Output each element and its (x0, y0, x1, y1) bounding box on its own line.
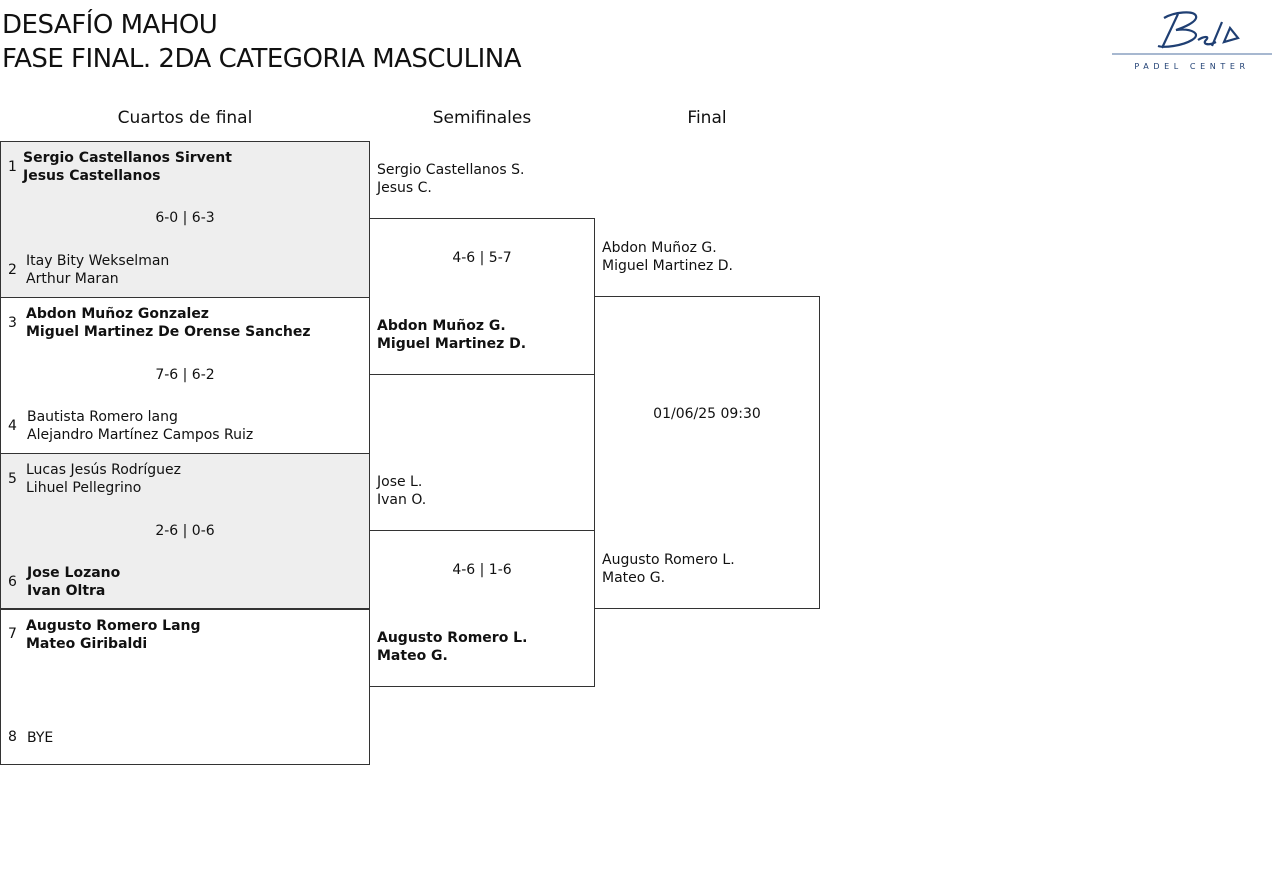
seed-number: 8 (8, 729, 17, 745)
match-score: 4-6 | 1-6 (452, 562, 512, 578)
semi-2-team-b: Augusto Romero L.Mateo G. (377, 630, 528, 664)
team-b: BYE (27, 730, 54, 746)
final-team-b: Augusto Romero L.Mateo G. (602, 552, 735, 586)
semi-1-team-b: Abdon Muñoz G.Miguel Martinez D. (377, 318, 527, 352)
seed-number: 5 (8, 471, 17, 487)
round-header-final: Final (687, 108, 727, 128)
match-score: 6-0 | 6-3 (155, 210, 215, 226)
semi-match-2[interactable]: 4-6 | 1-6 Augusto Romero L.Mateo G. (369, 530, 595, 687)
seed-number: 7 (8, 626, 17, 642)
match-score: 7-6 | 6-2 (155, 367, 215, 383)
semi-1-team-a: Sergio Castellanos S.Jesus C. (377, 162, 525, 196)
final-team-a: Abdon Muñoz G.Miguel Martinez D. (602, 240, 733, 274)
match-schedule: 01/06/25 09:30 (653, 406, 761, 422)
round-header-semis: Semifinales (432, 108, 532, 128)
seed-number: 3 (8, 315, 17, 331)
title-line-2: FASE FINAL. 2DA CATEGORIA MASCULINA (2, 44, 522, 74)
semi-2-team-a: Jose L.Ivan O. (377, 474, 427, 508)
semi-match-1[interactable]: 4-6 | 5-7 Abdon Muñoz G.Miguel Martinez … (369, 218, 595, 375)
seed-number: 1 (8, 159, 17, 175)
seed-number: 2 (8, 262, 17, 278)
page-title: DESAFÍO MAHOU FASE FINAL. 2DA CATEGORIA … (2, 8, 522, 76)
final-match[interactable]: 01/06/25 09:30 Augusto Romero L.Mateo G. (594, 296, 820, 609)
seed-number: 6 (8, 574, 17, 590)
match-score: 2-6 | 0-6 (155, 523, 215, 539)
match-score: 4-6 | 5-7 (452, 250, 512, 266)
title-line-1: DESAFÍO MAHOU (2, 10, 218, 40)
logo: PADEL CENTER (1112, 8, 1272, 72)
logo-signature-icon (1112, 11, 1272, 55)
logo-subtitle: PADEL CENTER (1134, 62, 1250, 71)
round-header-quarters: Cuartos de final (117, 108, 253, 128)
seed-number: 4 (8, 418, 17, 434)
